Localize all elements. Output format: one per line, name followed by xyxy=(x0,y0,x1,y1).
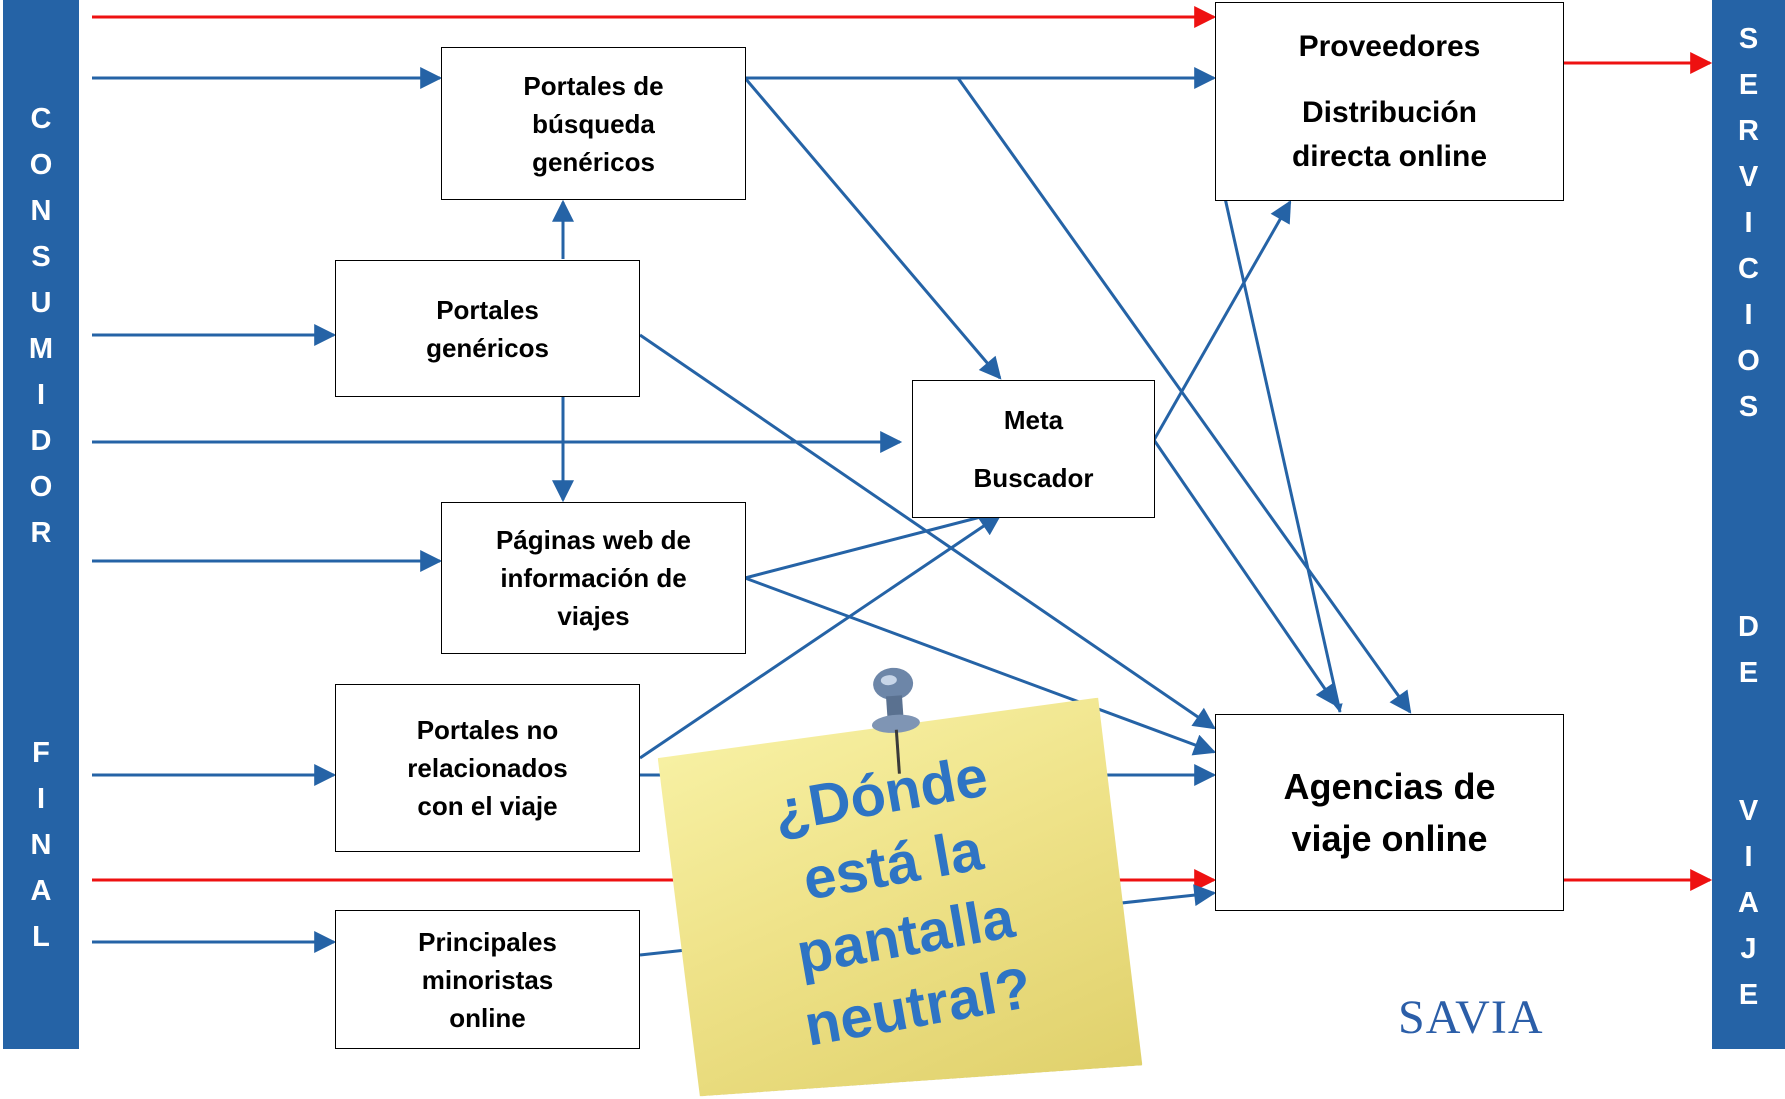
arrow-paginas-to-meta xyxy=(744,506,1003,580)
consumidor-final-bar: C O N S U M I D O R F I N A L xyxy=(3,0,79,1049)
sticky-note: ¿Dónde está la pantalla neutral? xyxy=(656,667,1143,1097)
box-portales-no-relacionados: Portales no relacionados con el viaje xyxy=(335,684,640,852)
savia-logo: SAVIA xyxy=(1398,991,1544,1044)
servicios-letters: S E R V I C I O S xyxy=(1737,23,1760,423)
consumidor-letters: C O N S U M I D O R xyxy=(28,103,54,549)
box-paginas-web: Páginas web de información de viajes xyxy=(441,502,746,654)
box-portales-busqueda: Portales de búsqueda genéricos xyxy=(441,47,746,200)
de-viaje-letters: D E V I A J E xyxy=(1738,611,1759,1011)
box-proveedores: Proveedores Distribución directa online xyxy=(1215,2,1564,201)
arrow-busqueda-to-meta xyxy=(743,77,1002,380)
arrow-proveedores-to-agencias xyxy=(1223,197,1343,713)
arrow-paginas-to-agencias xyxy=(744,576,1217,756)
box-portales-genericos: Portales genéricos xyxy=(335,260,640,397)
servicios-de-viaje-bar: S E R V I C I O S D E V I A J E xyxy=(1712,0,1785,1049)
arrow-meta-to-proveedores xyxy=(1152,200,1292,441)
box-principales-minoristas: Principales minoristas online xyxy=(335,910,640,1049)
box-meta-buscador: Meta Buscador xyxy=(912,380,1155,518)
box-agencias-viaje-online: Agencias de viaje online xyxy=(1215,714,1564,911)
pushpin-icon xyxy=(871,667,920,774)
final-letters: F I N A L xyxy=(30,737,52,953)
arrow-no-relacionados-to-meta xyxy=(639,513,1002,760)
arrow-busqueda-to-agencias xyxy=(956,77,1412,714)
arrow-meta-to-agencias xyxy=(1152,439,1338,707)
